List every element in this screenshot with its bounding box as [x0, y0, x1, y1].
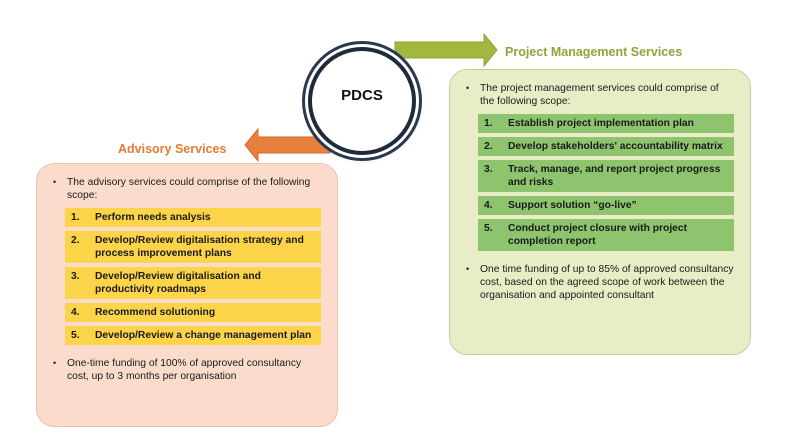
item-number: 4.: [71, 307, 80, 318]
pm-panel: • The project management services could …: [449, 69, 751, 355]
advisory-title: Advisory Services: [118, 142, 227, 156]
advisory-arrow: [244, 127, 331, 163]
item-text: Develop/Review digitalisation and produc…: [95, 271, 261, 295]
item-number: 1.: [71, 212, 80, 223]
advisory-funding: One-time funding of 100% of approved con…: [67, 358, 302, 382]
item-number: 4.: [484, 200, 493, 211]
item-number: 2.: [71, 235, 80, 246]
pdcs-label: PDCS: [341, 87, 383, 104]
pm-arrow: [394, 32, 498, 68]
pm-items: 1. Establish project implementation plan…: [478, 114, 734, 251]
advisory-item: 3. Develop/Review digitalisation and pro…: [65, 267, 321, 299]
pm-funding-bullet: • One time funding of up to 85% of appro…: [466, 263, 734, 302]
advisory-panel: • The advisory services could comprise o…: [36, 163, 338, 427]
item-text: Establish project implementation plan: [508, 118, 694, 129]
pm-title: Project Management Services: [505, 45, 683, 59]
item-text: Track, manage, and report project progre…: [508, 164, 721, 188]
bullet-icon: •: [53, 358, 57, 368]
item-number: 2.: [484, 141, 493, 152]
pm-intro-bullet: • The project management services could …: [466, 82, 734, 108]
advisory-funding-bullet: • One-time funding of 100% of approved c…: [53, 357, 321, 383]
pm-intro: The project management services could co…: [480, 83, 719, 107]
item-text: Support solution “go-live”: [508, 200, 637, 211]
item-number: 1.: [484, 118, 493, 129]
advisory-item: 5. Develop/Review a change management pl…: [65, 326, 321, 345]
item-text: Recommend solutioning: [95, 307, 216, 318]
advisory-item: 2. Develop/Review digitalisation strateg…: [65, 231, 321, 263]
item-text: Develop stakeholders' accountability mat…: [508, 141, 723, 152]
pm-item: 1. Establish project implementation plan: [478, 114, 734, 133]
advisory-item: 4. Recommend solutioning: [65, 303, 321, 322]
advisory-item: 1. Perform needs analysis: [65, 208, 321, 227]
pm-funding: One time funding of up to 85% of approve…: [480, 264, 734, 301]
item-number: 3.: [71, 271, 80, 282]
item-text: Develop/Review a change management plan: [95, 330, 312, 341]
bullet-icon: •: [466, 83, 470, 93]
item-number: 5.: [71, 330, 80, 341]
pm-item: 4. Support solution “go-live”: [478, 196, 734, 215]
bullet-icon: •: [466, 264, 470, 274]
pm-item: 5. Conduct project closure with project …: [478, 219, 734, 251]
item-text: Conduct project closure with project com…: [508, 223, 688, 247]
item-number: 5.: [484, 223, 493, 234]
item-number: 3.: [484, 164, 493, 175]
pm-item: 2. Develop stakeholders' accountability …: [478, 137, 734, 156]
advisory-intro: The advisory services could comprise of …: [67, 177, 311, 201]
bullet-icon: •: [53, 177, 57, 187]
advisory-items: 1. Perform needs analysis 2. Develop/Rev…: [65, 208, 321, 345]
advisory-intro-bullet: • The advisory services could comprise o…: [53, 176, 321, 202]
item-text: Develop/Review digitalisation strategy a…: [95, 235, 304, 259]
pdcs-circle: PDCS: [308, 47, 416, 155]
item-text: Perform needs analysis: [95, 212, 211, 223]
pm-item: 3. Track, manage, and report project pro…: [478, 160, 734, 192]
